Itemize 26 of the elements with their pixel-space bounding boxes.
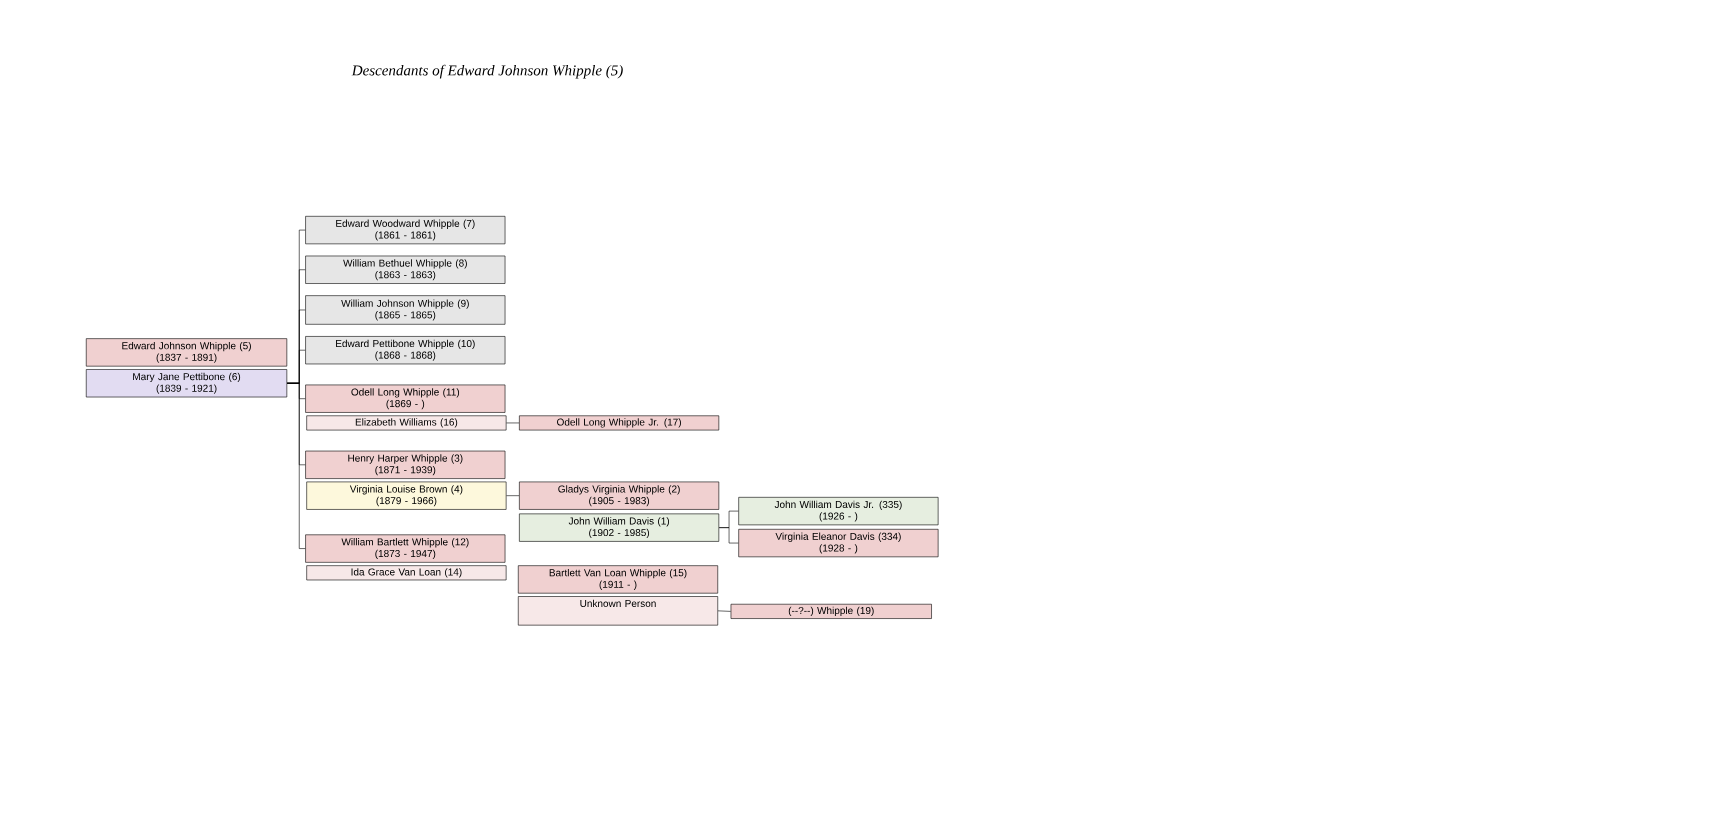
- person-box: Unknown Person: [517, 596, 719, 626]
- person-box: Elizabeth Williams (16): [306, 415, 507, 431]
- person-box: (--?--) Whipple (19): [730, 603, 932, 619]
- person-box: Henry Harper Whipple (3) (1871 - 1939): [305, 450, 506, 479]
- person-box: John William Davis Jr. (335) (1926 - ): [738, 497, 939, 526]
- connector-line: [286, 382, 306, 549]
- person-box: Ida Grace Van Loan (14): [306, 565, 507, 581]
- connector-line: [506, 495, 520, 496]
- person-box: Virginia Eleanor Davis (334) (1928 - ): [738, 529, 939, 558]
- person-box: Odell Long Whipple Jr. (17): [519, 415, 720, 431]
- person-box: Bartlett Van Loan Whipple (15) (1911 - ): [517, 565, 719, 594]
- person-box: William Bartlett Whipple (12) (1873 - 1947): [305, 534, 506, 563]
- title: Descendants of Edward Johnson Whipple (5): [351, 64, 623, 79]
- connector-line: [717, 610, 731, 612]
- person-box: William Bethuel Whipple (8) (1863 - 1863): [305, 255, 506, 284]
- person-box: Gladys Virginia Whipple (2) (1905 - 1983): [519, 481, 720, 510]
- connector-line: [718, 527, 739, 544]
- person-box: John William Davis (1) (1902 - 1985): [519, 513, 720, 542]
- person-box: Edward Woodward Whipple (7) (1861 - 1861): [305, 216, 506, 245]
- person-box: Mary Jane Pettibone (6) (1839 - 1921): [85, 369, 288, 398]
- person-box: Odell Long Whipple (11) (1869 - ): [305, 384, 506, 413]
- person-box: Edward Pettibone Whipple (10) (1868 - 1868): [305, 336, 506, 365]
- person-box: Virginia Louise Brown (4) (1879 - 1966): [306, 481, 507, 510]
- person-box: William Johnson Whipple (9) (1865 - 1865): [305, 295, 506, 325]
- person-box: Edward Johnson Whipple (5) (1837 - 1891): [85, 338, 288, 367]
- connector-line: [506, 422, 520, 424]
